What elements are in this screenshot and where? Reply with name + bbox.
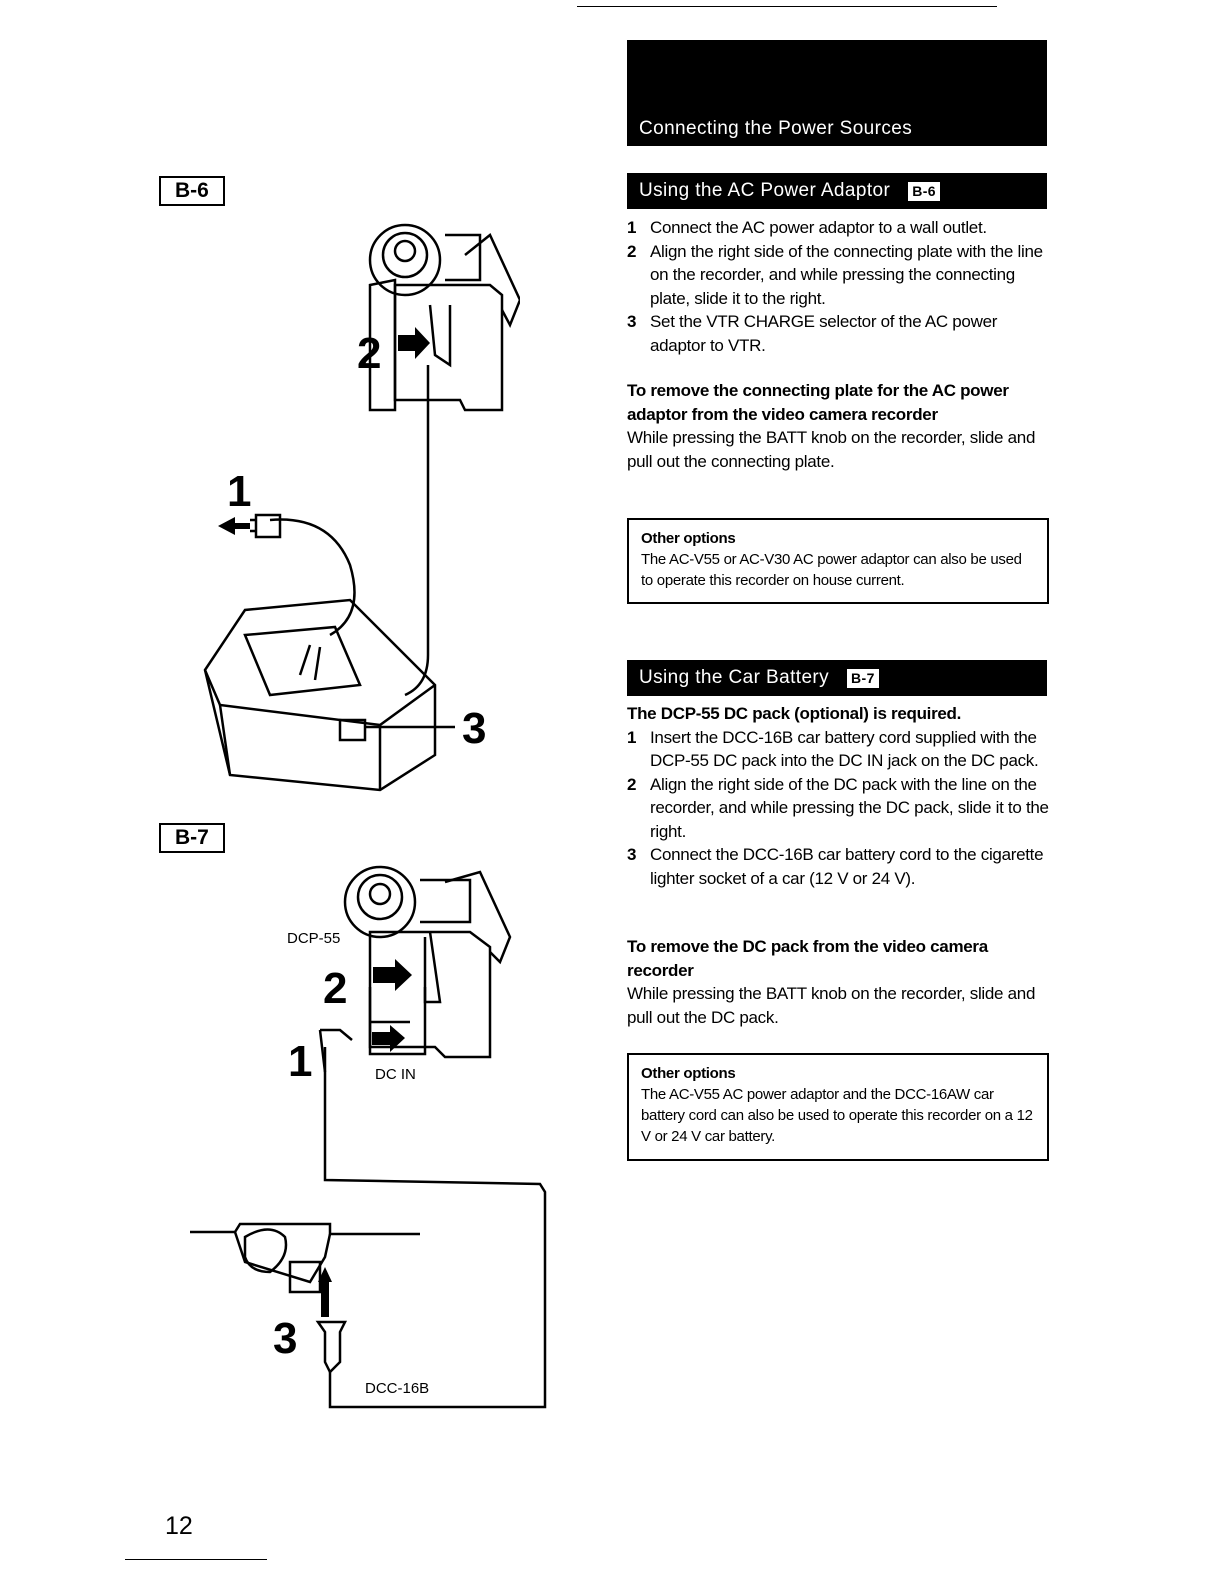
callout-2: 2 (357, 329, 382, 378)
ac-options-heading: Other options (641, 530, 736, 547)
top-rule (577, 6, 997, 7)
ac-remove-heading: To remove the connecting plate for the A… (627, 381, 1009, 424)
car-battery-diagram (190, 865, 547, 1409)
section-heading-car: Using the Car Battery B-7 (627, 660, 1047, 696)
figure-b7-car-battery-illustration: DCP-55 2 1 DC IN 3 DCC-16B (180, 862, 560, 1422)
label-dcp: DCP-55 (287, 930, 341, 947)
section-heading-ac: Using the AC Power Adaptor B-6 (627, 173, 1047, 209)
callout-1: 1 (288, 1037, 313, 1086)
up-arrow-icon (318, 1267, 332, 1317)
page-number: 12 (165, 1512, 193, 1540)
slide-arrow-icon (398, 327, 430, 359)
car-remove-heading: To remove the DC pack from the video cam… (627, 937, 988, 980)
ac-options-text: The AC-V55 or AC-V30 AC power adaptor ca… (641, 551, 1022, 589)
section-tag-b7: B-7 (847, 668, 879, 688)
bottom-rule (125, 1559, 267, 1560)
car-remove-text: While pressing the BATT knob on the reco… (627, 984, 1036, 1027)
section-tag-b6: B-6 (908, 181, 940, 201)
car-options-text: The AC-V55 AC power adaptor and the DCC-… (641, 1086, 1033, 1145)
car-other-options-box: Other options The AC-V55 AC power adapto… (627, 1053, 1049, 1161)
callout-2: 2 (323, 964, 348, 1013)
figure-tag-b6: B-6 (159, 176, 225, 206)
label-dcc: DCC-16B (365, 1380, 430, 1397)
section-heading-car-text: Using the Car Battery (639, 667, 830, 688)
ac-remove-text: While pressing the BATT knob on the reco… (627, 428, 1036, 471)
page-title: Connecting the Power Sources (627, 40, 1047, 146)
figure-b6-ac-adaptor-illustration: 2 1 3 (190, 215, 522, 800)
callout-3: 3 (273, 1314, 298, 1363)
figure-tag-b7: B-7 (159, 823, 225, 853)
page-title-text: Connecting the Power Sources (639, 118, 913, 139)
label-dc-in: DC IN (375, 1066, 416, 1083)
car-options-heading: Other options (641, 1065, 736, 1082)
car-steps-block: The DCP-55 DC pack (optional) is require… (627, 702, 1052, 890)
car-remove-block: To remove the DC pack from the video cam… (627, 935, 1052, 1029)
insert-arrow-icon (372, 1025, 405, 1052)
section-heading-ac-text: Using the AC Power Adaptor (639, 180, 891, 201)
slide-arrow-icon (373, 959, 412, 991)
ac-other-options-box: Other options The AC-V55 or AC-V30 AC po… (627, 518, 1049, 604)
ac-remove-block: To remove the connecting plate for the A… (627, 379, 1052, 473)
ac-adaptor-diagram (203, 223, 522, 792)
car-requirement: The DCP-55 DC pack (optional) is require… (627, 704, 962, 723)
left-arrow-icon (218, 517, 250, 535)
callout-3: 3 (462, 704, 487, 753)
callout-1: 1 (227, 467, 252, 516)
